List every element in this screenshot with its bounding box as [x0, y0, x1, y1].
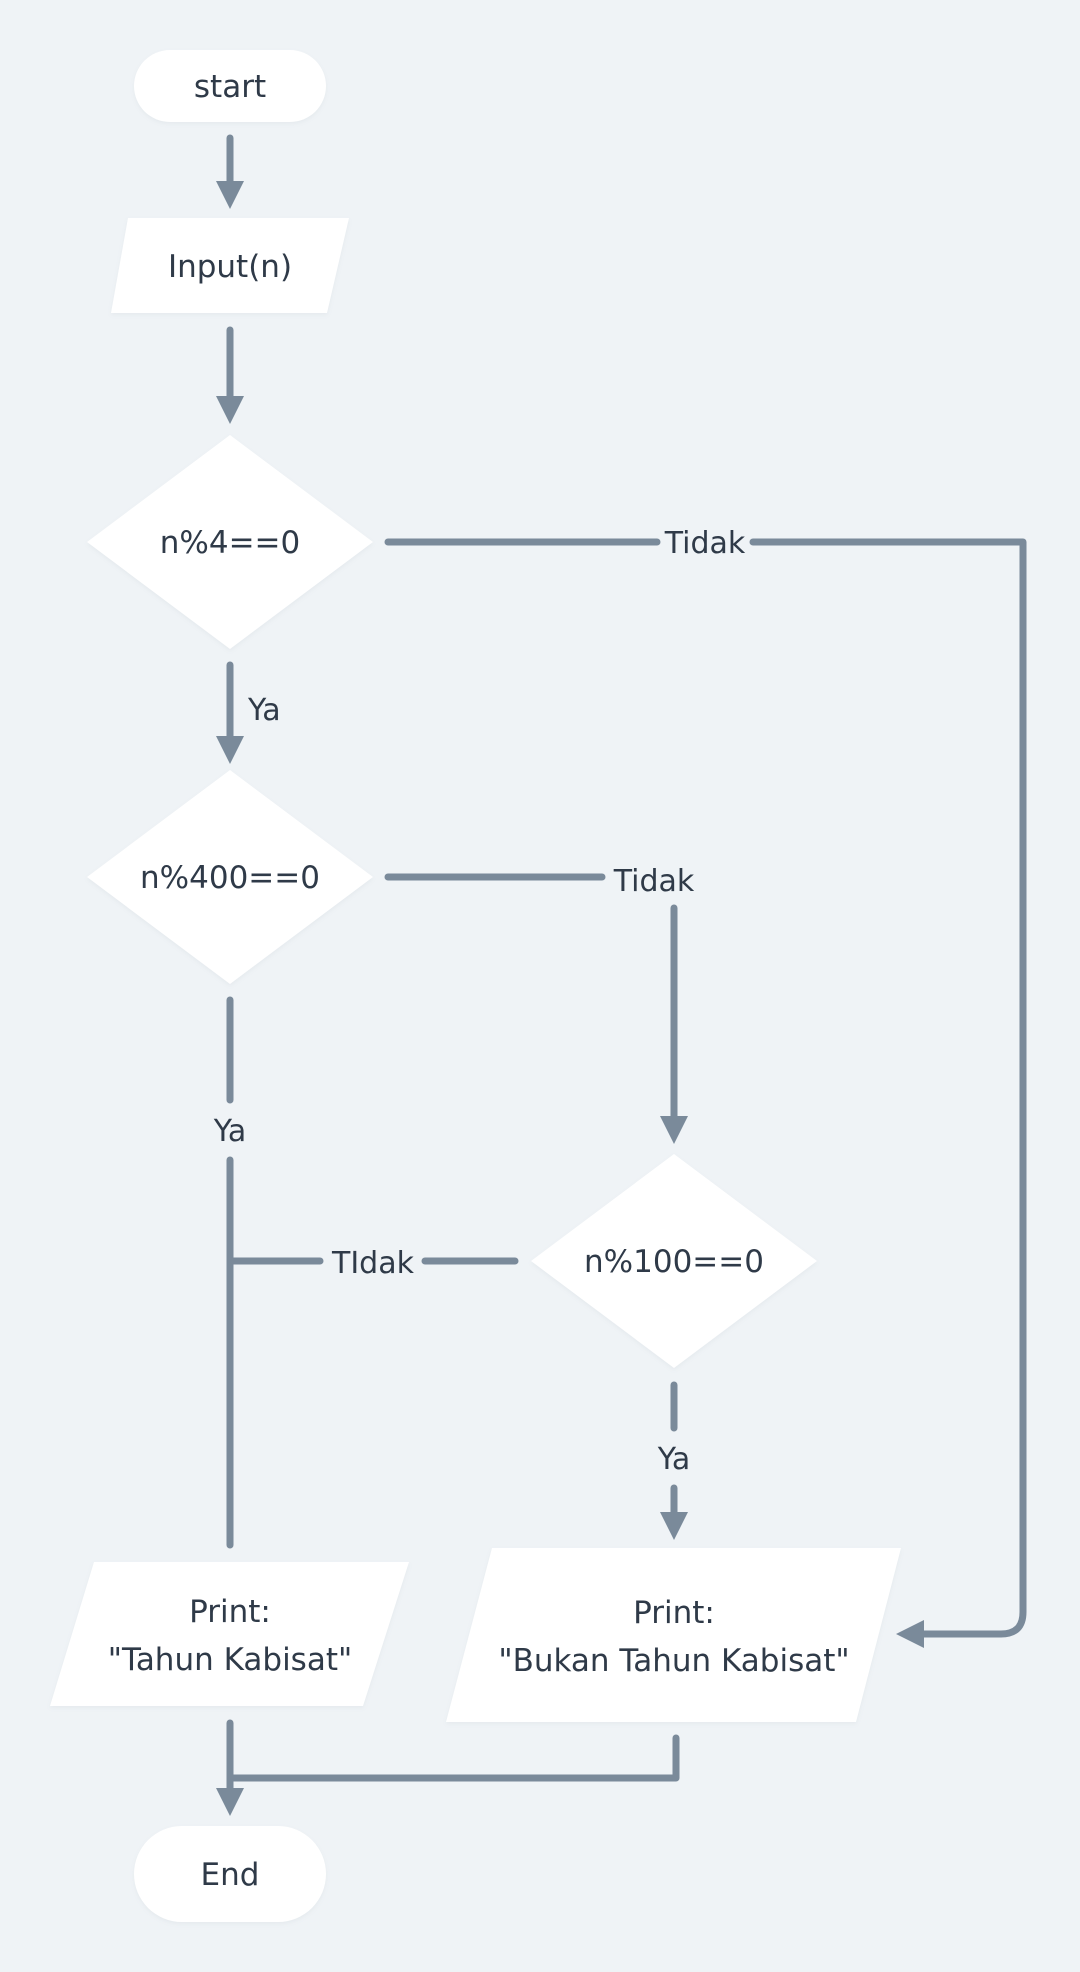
end-label: End [201, 1857, 260, 1893]
node-end: End [134, 1826, 326, 1922]
edge-labels: Ya Tidak Tidak Ya TIdak Ya [213, 526, 746, 1477]
print-kabisat-line1: Print: [189, 1594, 271, 1630]
start-label: start [194, 69, 266, 105]
cond-mod4-diamond [87, 435, 373, 649]
node-cond-mod4: n%4==0 [87, 435, 373, 649]
edge-label-mod400-no: Tidak [613, 864, 695, 899]
node-print-kabisat: Print: "Tahun Kabisat" [50, 1562, 409, 1706]
cond-mod400-label: n%400==0 [140, 860, 320, 896]
print-kabisat-parallelogram [50, 1562, 409, 1706]
edge-label-mod100-yes: Ya [657, 1442, 691, 1477]
connector-bukan-to-end [226, 1734, 680, 1782]
print-bukan-line1: Print: [633, 1595, 715, 1631]
input-label: Input(n) [168, 249, 292, 285]
print-bukan-parallelogram [446, 1548, 901, 1722]
node-cond-mod100: n%100==0 [531, 1154, 817, 1368]
cond-mod100-diamond [531, 1154, 817, 1368]
node-start: start [134, 50, 326, 122]
edge-label-mod100-no: TIdak [331, 1246, 415, 1281]
node-input: Input(n) [111, 218, 349, 313]
connectors [216, 134, 1027, 1816]
edge-label-mod4-yes: Ya [247, 693, 281, 728]
connector-mod4-no-right [749, 538, 1027, 1648]
edge-label-mod4-no: Tidak [664, 526, 746, 561]
edge-label-mod400-yes: Ya [213, 1114, 247, 1149]
print-kabisat-line2: "Tahun Kabisat" [108, 1642, 353, 1678]
end-terminal [134, 1826, 326, 1922]
start-terminal [134, 50, 326, 122]
node-cond-mod400: n%400==0 [87, 770, 373, 984]
cond-mod100-label: n%100==0 [584, 1244, 764, 1280]
print-bukan-line2: "Bukan Tahun Kabisat" [498, 1643, 849, 1679]
cond-mod400-diamond [87, 770, 373, 984]
node-print-bukan: Print: "Bukan Tahun Kabisat" [446, 1548, 901, 1722]
input-parallelogram [111, 218, 349, 313]
cond-mod4-label: n%4==0 [160, 525, 301, 561]
